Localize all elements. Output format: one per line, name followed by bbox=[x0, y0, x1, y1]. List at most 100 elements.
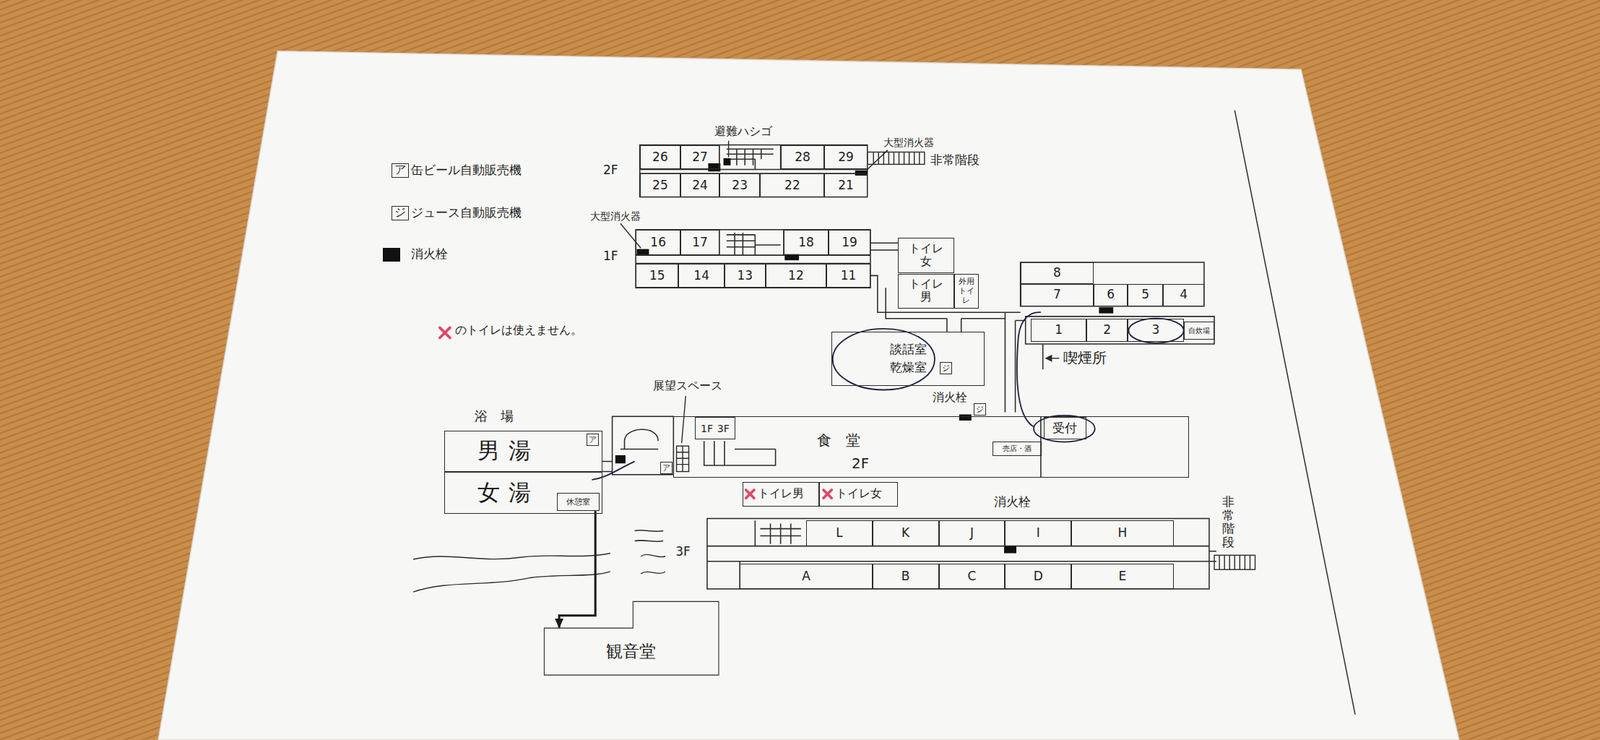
room-label: 8 bbox=[1053, 265, 1062, 281]
room-label: H bbox=[1118, 525, 1128, 541]
room-box: 6 bbox=[1093, 283, 1128, 307]
room-box: B bbox=[872, 563, 940, 589]
legend-text: のトイレは使えません。 bbox=[455, 324, 583, 338]
room-box: 17 bbox=[680, 229, 720, 255]
toilet-box: トイレ女 bbox=[819, 481, 898, 507]
bath-box: 男湯ア bbox=[444, 430, 603, 472]
broken-toilet-cross bbox=[746, 489, 755, 498]
room-label: 15 bbox=[649, 268, 666, 284]
building-outline bbox=[726, 232, 781, 255]
room-box: 12 bbox=[765, 263, 828, 289]
room-label: 1 bbox=[1054, 322, 1063, 338]
room-label: 3 bbox=[1151, 322, 1160, 338]
room-label: トイレ男 bbox=[757, 487, 804, 501]
building-outline bbox=[707, 520, 1210, 589]
legend-swatch bbox=[382, 247, 401, 261]
river-waves bbox=[640, 571, 666, 574]
room-label: 受付 bbox=[1052, 421, 1078, 436]
room-box: I bbox=[1004, 520, 1072, 546]
legend-text: ジュース自動販売機 bbox=[411, 205, 522, 221]
building-outline bbox=[634, 530, 664, 542]
building-outline bbox=[1209, 551, 1217, 562]
leader-line bbox=[620, 140, 1059, 443]
fire-hydrant bbox=[1004, 546, 1017, 554]
broken-toilet-cross bbox=[823, 489, 832, 498]
map-label: 消火栓 bbox=[993, 494, 1031, 510]
room-label: 11 bbox=[840, 268, 857, 284]
toilet-box: 外用トイレ bbox=[954, 273, 979, 309]
room-label: 23 bbox=[731, 178, 748, 193]
shop-box: 売店・酒 bbox=[992, 441, 1042, 456]
map-label: 喫煙所 bbox=[1063, 350, 1107, 367]
room-box: 7 bbox=[1020, 283, 1095, 307]
map-label: 非常階段 bbox=[930, 153, 980, 168]
room-label: C bbox=[967, 569, 977, 584]
room-label: 29 bbox=[837, 150, 854, 165]
map-label: 大型消火器 bbox=[883, 136, 934, 149]
room-label: ジ bbox=[975, 404, 984, 414]
room-box: 15 bbox=[635, 263, 679, 289]
room-label: 28 bbox=[794, 150, 811, 165]
room-box: 3 bbox=[1127, 318, 1184, 343]
room-label: E bbox=[1118, 569, 1127, 584]
building-outline bbox=[870, 275, 1005, 332]
room-box: 21 bbox=[824, 173, 867, 198]
room-label: 16 bbox=[650, 235, 667, 250]
leader-line bbox=[1051, 357, 1059, 359]
room-box: 4 bbox=[1162, 283, 1205, 307]
building-outline bbox=[726, 148, 774, 170]
room-label: トイレ女 bbox=[835, 487, 882, 501]
room-label: 2 bbox=[1103, 322, 1111, 338]
reception-box: 受付 bbox=[1043, 416, 1087, 440]
building-outline bbox=[640, 145, 868, 198]
room-label: ジ bbox=[941, 363, 950, 373]
room-label: 乾燥室 bbox=[889, 360, 927, 375]
building-outline bbox=[1020, 262, 1205, 307]
building-outline bbox=[1004, 312, 1026, 412]
map-label: 消火栓 bbox=[932, 391, 968, 405]
room-label: 休憩室 bbox=[566, 496, 591, 507]
handwritten-pen-mark bbox=[1033, 415, 1096, 443]
room-box: D bbox=[1004, 563, 1072, 589]
room-label: 6 bbox=[1106, 287, 1115, 302]
room-label: 1F bbox=[700, 422, 713, 435]
fire-hydrant bbox=[615, 158, 1114, 554]
river-waves bbox=[413, 553, 611, 560]
leader-line bbox=[867, 150, 888, 170]
room-label: 12 bbox=[788, 268, 804, 284]
room-label: J bbox=[970, 525, 974, 541]
broken-toilet-cross bbox=[439, 327, 832, 498]
building-outline bbox=[704, 416, 1041, 478]
page-edge-line bbox=[1234, 110, 1356, 715]
room-box: 5 bbox=[1127, 283, 1163, 307]
emergency-stair-hatch bbox=[873, 151, 920, 164]
room-label: 売店・酒 bbox=[1002, 444, 1032, 453]
map-label: 2F bbox=[603, 163, 619, 178]
lounge-box: 談話室乾燥室ジ bbox=[831, 331, 985, 386]
room-label: 外用トイレ bbox=[957, 276, 976, 305]
map-label: 展望スペース bbox=[653, 379, 723, 393]
room-box: 24 bbox=[680, 173, 720, 198]
room-box: J bbox=[939, 520, 1006, 546]
building-outline bbox=[601, 145, 1216, 589]
handwritten-pen-mark bbox=[1128, 318, 1184, 344]
vending-box: ジ bbox=[939, 361, 953, 375]
map-label: 避難ハシゴ bbox=[714, 125, 773, 139]
legend-text: 缶ビール自動販売機 bbox=[411, 163, 522, 178]
legend-sample: ジ bbox=[391, 205, 409, 221]
building-outline bbox=[1025, 316, 1215, 370]
building-outline bbox=[640, 145, 868, 175]
building-outline bbox=[707, 518, 1210, 589]
room-box: 25 bbox=[640, 173, 682, 198]
room-box: H bbox=[1071, 520, 1174, 546]
river-waves bbox=[413, 571, 611, 592]
temple-outline bbox=[543, 600, 719, 675]
room-label: 7 bbox=[1053, 287, 1062, 302]
map-label: 浴 場 bbox=[474, 408, 514, 424]
emergency-stair-hatch bbox=[676, 445, 690, 471]
toilet-box: トイレ男 bbox=[742, 481, 820, 507]
emergency-stair-hatch bbox=[867, 151, 925, 164]
room-label: L bbox=[835, 525, 843, 541]
fire-hydrant bbox=[723, 158, 732, 166]
room-box: 29 bbox=[824, 145, 867, 170]
